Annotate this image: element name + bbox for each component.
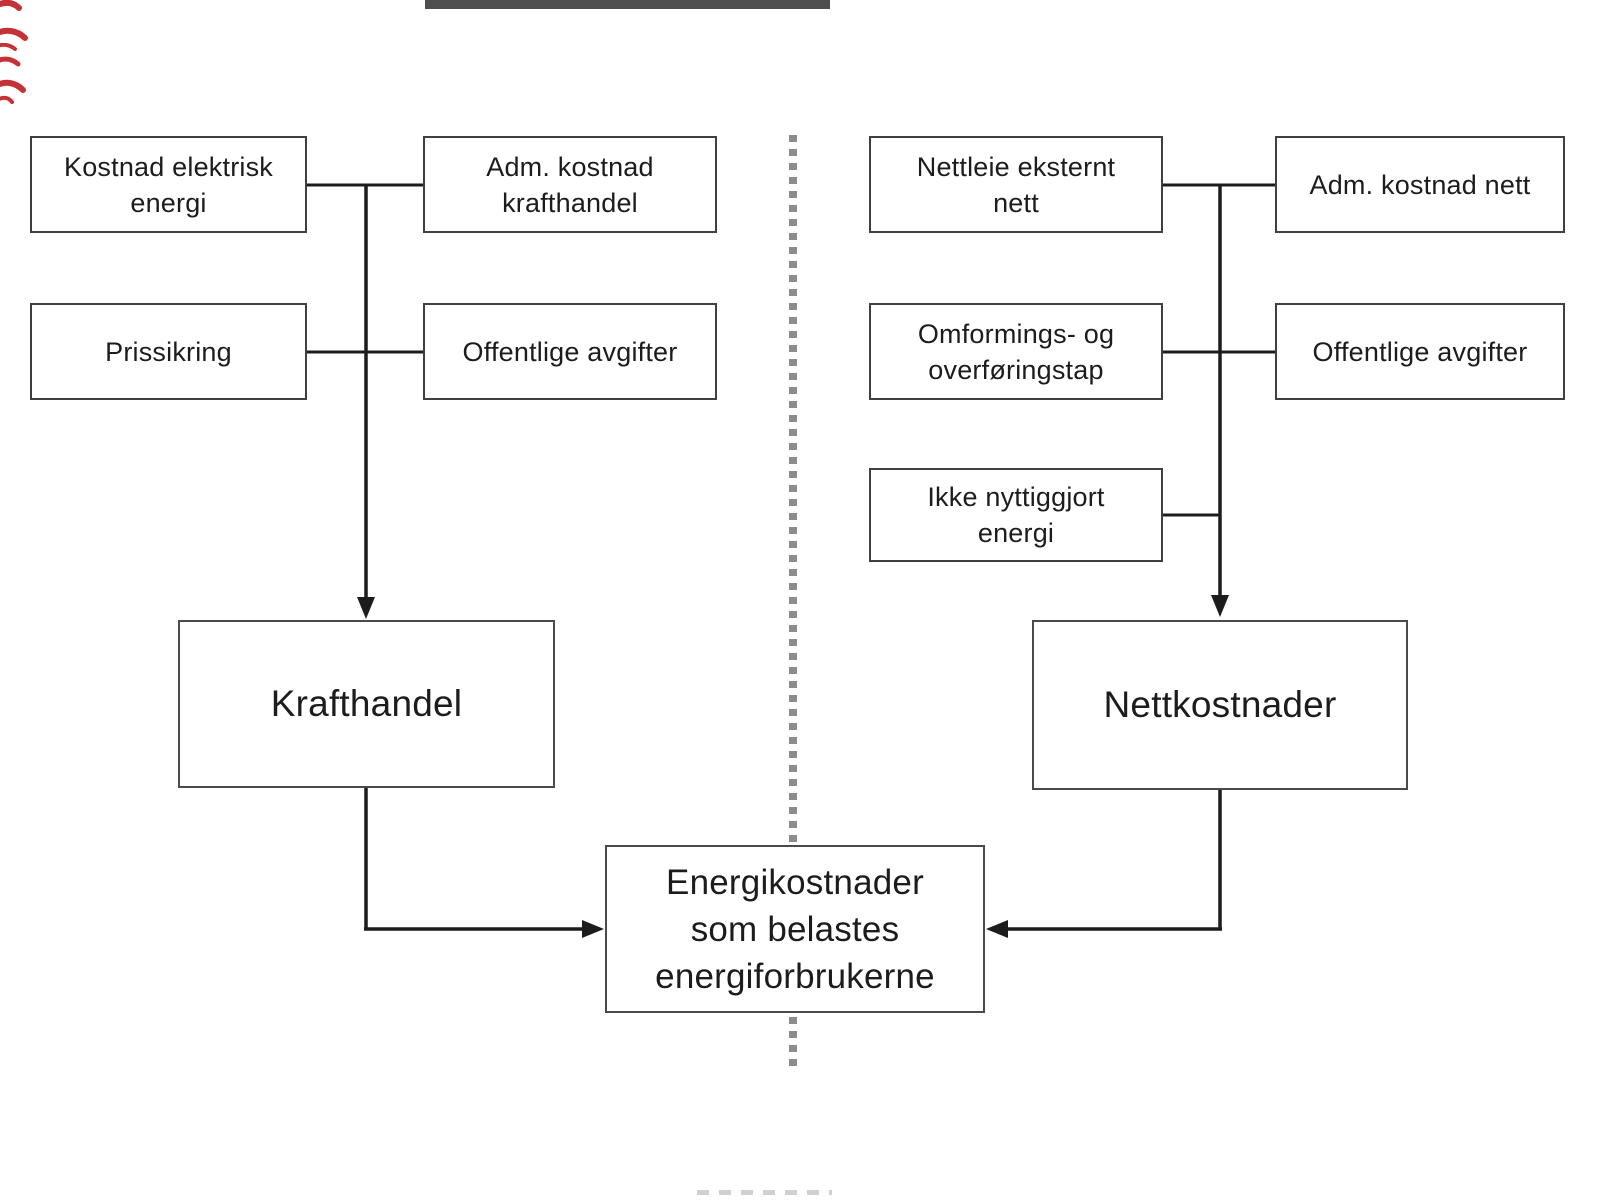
red-mark-fragment	[0, 42, 17, 51]
red-annotation-fragments	[0, 0, 28, 104]
arrow-down-into-nettkostnader	[1211, 595, 1229, 617]
cropped-bottom-fragment-artifact	[697, 1190, 832, 1195]
arrow-down-into-krafthandel	[357, 597, 375, 619]
box-prissikring: Prissikring	[30, 303, 307, 400]
cropped-top-bar-artifact	[425, 0, 830, 9]
box-omformings-og-overforingstap: Omformings- og overføringstap	[869, 303, 1163, 400]
box-label: Adm. kostnad krafthandel	[486, 151, 654, 218]
box-kostnad-elektrisk-energi: Kostnad elektrisk energi	[30, 136, 307, 233]
red-mark-fragment	[0, 79, 26, 93]
box-label: Energikostnader som belastes energiforbr…	[655, 862, 935, 996]
box-offentlige-avgifter-left: Offentlige avgifter	[423, 303, 717, 400]
arrow-left-into-energikostnader	[986, 920, 1008, 938]
box-label: Nettleie eksternt nett	[916, 151, 1116, 218]
box-adm-kostnad-nett: Adm. kostnad nett	[1275, 136, 1565, 233]
box-ikke-nyttiggjort-energi: Ikke nyttiggjort energi	[869, 468, 1163, 562]
box-nettleie-eksternt-nett: Nettleie eksternt nett	[869, 136, 1163, 233]
box-label: Krafthandel	[270, 683, 463, 724]
box-label: Adm. kostnad nett	[1309, 169, 1531, 200]
box-label: Ikke nyttiggjort energi	[927, 482, 1105, 548]
arrow-right-into-energikostnader	[582, 920, 604, 938]
box-offentlige-avgifter-right: Offentlige avgifter	[1275, 303, 1565, 400]
red-mark-fragment	[0, 27, 28, 41]
box-adm-kostnad-krafthandel: Adm. kostnad krafthandel	[423, 136, 717, 233]
box-label: Prissikring	[105, 336, 232, 367]
red-mark-fragment	[0, 56, 21, 67]
box-label: Offentlige avgifter	[1312, 336, 1528, 367]
box-nettkostnader: Nettkostnader	[1032, 620, 1408, 790]
box-krafthandel: Krafthandel	[178, 620, 555, 788]
red-mark-fragment	[0, 95, 14, 104]
box-label: Kostnad elektrisk energi	[64, 151, 273, 218]
red-mark-fragment	[0, 0, 22, 11]
box-label: Omformings- og overføringstap	[917, 318, 1115, 385]
box-label: Offentlige avgifter	[462, 336, 678, 367]
box-label: Nettkostnader	[1103, 684, 1337, 725]
box-energikostnader-som-belastes: Energikostnader som belastes energiforbr…	[605, 845, 985, 1013]
